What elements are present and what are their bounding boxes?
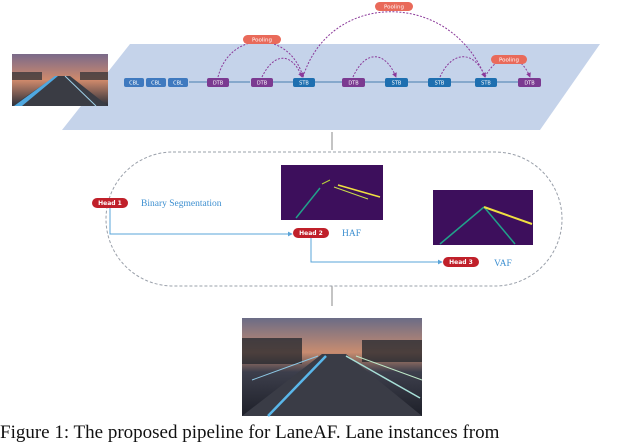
- block-dtb-3: DTB: [342, 78, 365, 87]
- block-cbl-1: CBL: [124, 78, 144, 87]
- input-image: [12, 54, 108, 107]
- vaf-image: [433, 190, 533, 245]
- svg-text:CBL: CBL: [129, 81, 139, 87]
- head-3-badge: Head 3: [443, 257, 479, 267]
- svg-text:STB: STB: [299, 81, 309, 87]
- block-stb-4: STB: [475, 78, 497, 87]
- haf-image: [281, 165, 383, 220]
- block-stb-2: STB: [385, 78, 408, 87]
- block-stb-1: STB: [293, 78, 315, 87]
- head-2-badge: Head 2: [293, 228, 329, 238]
- svg-text:DTB: DTB: [524, 81, 535, 87]
- block-dtb-2: DTB: [251, 78, 273, 87]
- block-stb-3: STB: [428, 78, 451, 87]
- svg-text:STB: STB: [481, 81, 491, 87]
- svg-text:Head 3: Head 3: [449, 259, 473, 266]
- binary-segmentation-label: Binary Segmentation: [141, 199, 222, 209]
- svg-text:CBL: CBL: [173, 81, 183, 87]
- figure-caption: Figure 1: The proposed pipeline for Lane…: [0, 422, 500, 443]
- block-cbl-2: CBL: [146, 78, 166, 87]
- block-cbl-3: CBL: [168, 78, 188, 87]
- head-1-badge: Head 1: [92, 198, 128, 208]
- svg-text:Head 1: Head 1: [98, 200, 122, 207]
- pooling-label-3: Pooling: [491, 55, 527, 64]
- haf-label: HAF: [342, 229, 361, 239]
- output-image: [242, 318, 423, 417]
- svg-text:DTB: DTB: [348, 81, 359, 87]
- pooling-label-2: Pooling: [375, 2, 413, 11]
- flow-head2-to-head3: [310, 238, 443, 265]
- svg-text:STB: STB: [392, 81, 402, 87]
- svg-text:STB: STB: [435, 81, 445, 87]
- pooling-label-1: Pooling: [243, 35, 281, 44]
- flow-head1-to-head2: [109, 208, 293, 237]
- svg-text:Pooling: Pooling: [499, 58, 519, 64]
- svg-text:CBL: CBL: [151, 81, 161, 87]
- vaf-label: VAF: [494, 259, 512, 269]
- svg-text:DTB: DTB: [257, 81, 268, 87]
- backbone-plane: [62, 44, 600, 130]
- svg-text:Pooling: Pooling: [384, 5, 404, 11]
- svg-text:Head 2: Head 2: [299, 230, 323, 237]
- block-dtb-4: DTB: [518, 78, 541, 87]
- block-dtb-1: DTB: [207, 78, 229, 87]
- svg-text:DTB: DTB: [213, 81, 224, 87]
- svg-text:Pooling: Pooling: [252, 38, 272, 44]
